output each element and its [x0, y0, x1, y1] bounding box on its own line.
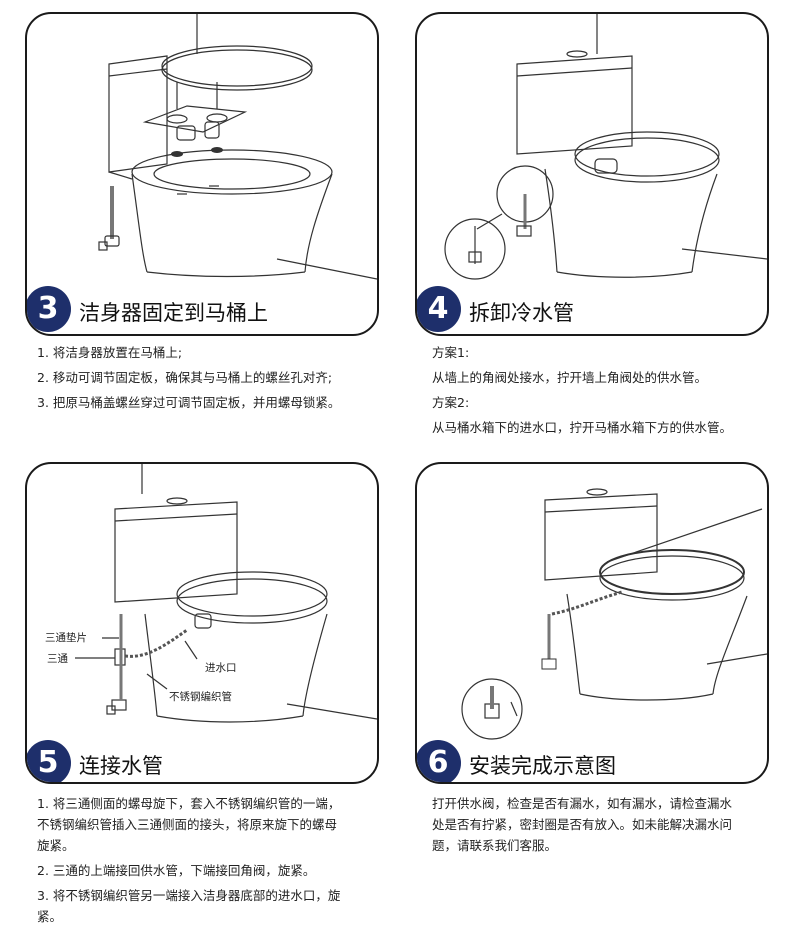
- step5-line-2: 不锈钢编织管插入三通侧面的接头，将原来旋下的螺母: [37, 817, 338, 832]
- step6-badge: 6: [417, 740, 461, 782]
- step3-illustration: [98, 14, 377, 280]
- step3-title: 洁身器固定到马桶上: [79, 301, 268, 325]
- step4-badge: 4: [417, 286, 461, 332]
- step6-panel: 6 安装完成示意图: [415, 462, 769, 784]
- step6-line-1: 打开供水阀，检查是否有漏水，如有漏水，请检查漏水: [432, 796, 733, 811]
- step6-line-2: 处是否有拧紧，密封圈是否有放入。如未能解决漏水问: [432, 817, 733, 832]
- callout-tee-gasket: 三通垫片: [45, 632, 87, 644]
- callout-tee: 三通: [47, 653, 68, 665]
- step6-instructions: 打开供水阀，检查是否有漏水，如有漏水，请检查漏水 处是否有拧紧，密封圈是否有放入…: [432, 793, 732, 856]
- step5-line-5: 3. 将不锈钢编织管另一端接入洁身器底部的进水口，旋: [37, 888, 341, 903]
- step3-badge: 3: [27, 286, 71, 332]
- step4-title: 拆卸冷水管: [469, 301, 574, 325]
- callout-inlet: 进水口: [205, 662, 237, 674]
- step4-panel: 4 拆卸冷水管: [415, 12, 769, 336]
- step5-illustration: [75, 464, 377, 723]
- step5-line-1: 1. 将三通侧面的螺母旋下，套入不锈钢编织管的一端，: [37, 796, 341, 811]
- step3-instructions: 1. 将洁身器放置在马桶上; 2. 移动可调节固定板，确保其与马桶上的螺丝孔对齐…: [37, 340, 340, 415]
- step5-line-6: 紧。: [37, 909, 63, 924]
- step6-title: 安装完成示意图: [469, 754, 616, 778]
- step3-line-1: 1. 将洁身器放置在马桶上;: [37, 345, 183, 360]
- step5-line-4: 2. 三通的上端接回供水管，下端接回角阀，旋紧。: [37, 863, 316, 878]
- step3-panel: 3 洁身器固定到马桶上: [25, 12, 379, 336]
- step3-line-3: 3. 把原马桶盖螺丝穿过可调节固定板，并用螺母锁紧。: [37, 395, 341, 410]
- step4-line-1: 方案1:: [432, 345, 470, 360]
- step4-illustration: [444, 14, 767, 280]
- step4-line-3: 方案2:: [432, 395, 470, 410]
- step4-line-4: 从马桶水箱下的进水口，拧开马桶水箱下方的供水管。: [432, 420, 733, 435]
- step5-badge: 5: [27, 740, 71, 782]
- step4-instructions: 方案1: 从墙上的角阀处接水，拧开墙上角阀处的供水管。 方案2: 从马桶水箱下的…: [432, 340, 732, 440]
- step6-illustration: [461, 488, 767, 740]
- step6-line-3: 题，请联系我们客服。: [432, 838, 558, 853]
- step5-title: 连接水管: [79, 754, 163, 778]
- step5-instructions: 1. 将三通侧面的螺母旋下，套入不锈钢编织管的一端， 不锈钢编织管插入三通侧面的…: [37, 793, 340, 927]
- step4-line-2: 从墙上的角阀处接水，拧开墙上角阀处的供水管。: [432, 370, 708, 385]
- step5-line-3: 旋紧。: [37, 838, 75, 853]
- step5-panel: 三通垫片 三通 进水口 不锈钢编织管 5 连接水管: [25, 462, 379, 784]
- callout-hose: 不锈钢编织管: [169, 691, 232, 703]
- step3-line-2: 2. 移动可调节固定板，确保其与马桶上的螺丝孔对齐;: [37, 370, 333, 385]
